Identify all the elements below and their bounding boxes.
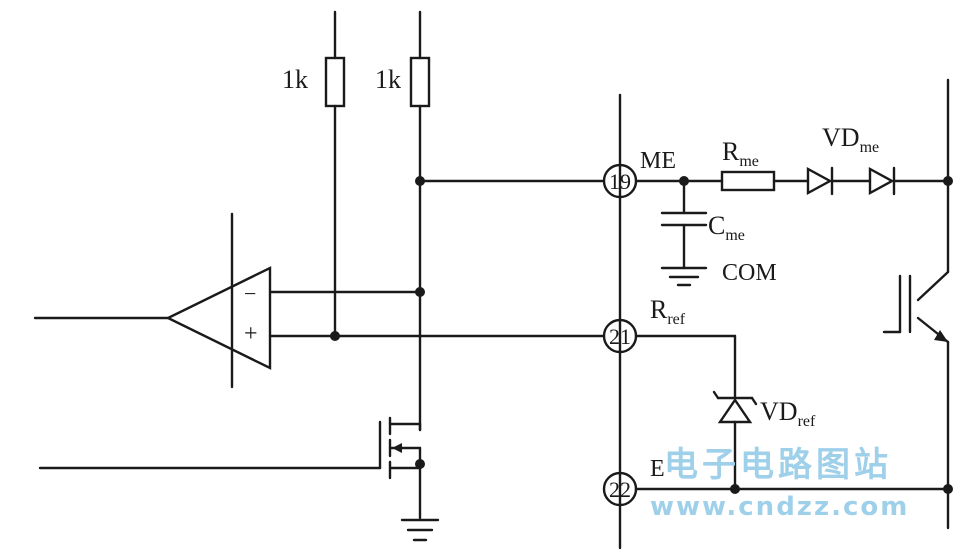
watermark-line2: www.cndzz.com	[650, 492, 909, 522]
vdme-label: VDme	[822, 123, 879, 156]
pin-22: 22	[602, 471, 638, 507]
com-label: COM	[722, 260, 777, 286]
diode-vdme-1	[806, 166, 834, 196]
svg-text:19: 19	[609, 169, 631, 194]
rme-label: Rme	[722, 137, 759, 170]
watermark: 电子电路图站 www.cndzz.com	[650, 445, 909, 522]
resistor-1k-right	[409, 10, 431, 432]
junction-dot	[330, 331, 340, 341]
igbt	[882, 78, 950, 530]
junction-dot	[415, 287, 425, 297]
comparator-minus-label: −	[244, 281, 256, 306]
resistor-1k-left-label: 1k	[282, 65, 308, 94]
e-label: E	[650, 456, 665, 482]
svg-text:21: 21	[609, 324, 631, 349]
resistor-rme	[720, 170, 776, 192]
resistor-1k-right-label: 1k	[375, 65, 401, 94]
diode-vdme-2	[868, 166, 896, 196]
mosfet	[38, 416, 422, 520]
me-label: ME	[640, 148, 676, 174]
rref-label: Rref	[650, 295, 686, 328]
ground-symbol	[400, 518, 440, 542]
junction-dot	[730, 484, 740, 494]
junction-dot	[415, 176, 425, 186]
resistor-1k-left	[324, 10, 346, 338]
junction-dot	[415, 459, 425, 469]
cme-label: Cme	[708, 211, 745, 244]
pin-21: 21	[602, 318, 638, 354]
capacitor-cme	[660, 179, 708, 270]
comparator	[33, 212, 272, 389]
watermark-line1: 电子电路图站	[664, 445, 892, 485]
ground-com	[660, 266, 708, 287]
svg-text:22: 22	[609, 477, 631, 502]
pin-19: 19	[602, 163, 638, 199]
comparator-plus-label: +	[244, 321, 258, 347]
vdref-label: VDref	[760, 397, 816, 430]
